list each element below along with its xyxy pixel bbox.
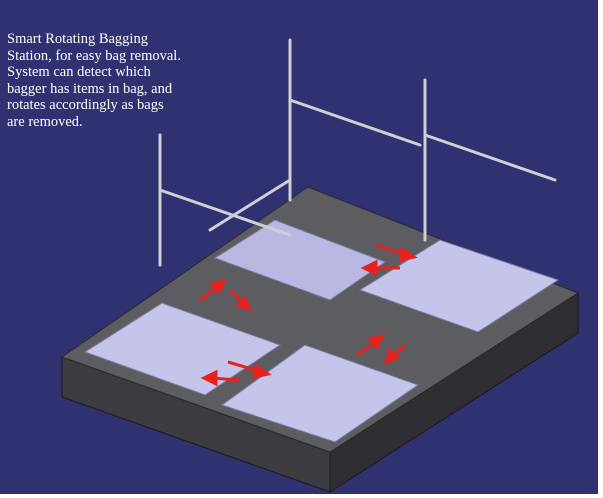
caption-line: are removed. bbox=[7, 113, 83, 130]
description-caption: Smart Rotating Bagging Station, for easy… bbox=[7, 31, 237, 130]
caption-line: Smart Rotating Bagging bbox=[7, 31, 148, 47]
plate-back-left bbox=[213, 219, 387, 301]
bagger-frames bbox=[158, 38, 557, 267]
caption-line: rotates accordingly as bags bbox=[7, 97, 164, 113]
caption-line: Station, for easy bag removal. bbox=[7, 47, 181, 64]
rotation-arrows bbox=[199, 243, 418, 387]
plate-front-right bbox=[220, 344, 420, 443]
caption-line: System can detect which bbox=[7, 64, 151, 80]
caption-line: bagger has items in bag, and bbox=[7, 80, 173, 97]
plate-front-left bbox=[83, 302, 282, 396]
